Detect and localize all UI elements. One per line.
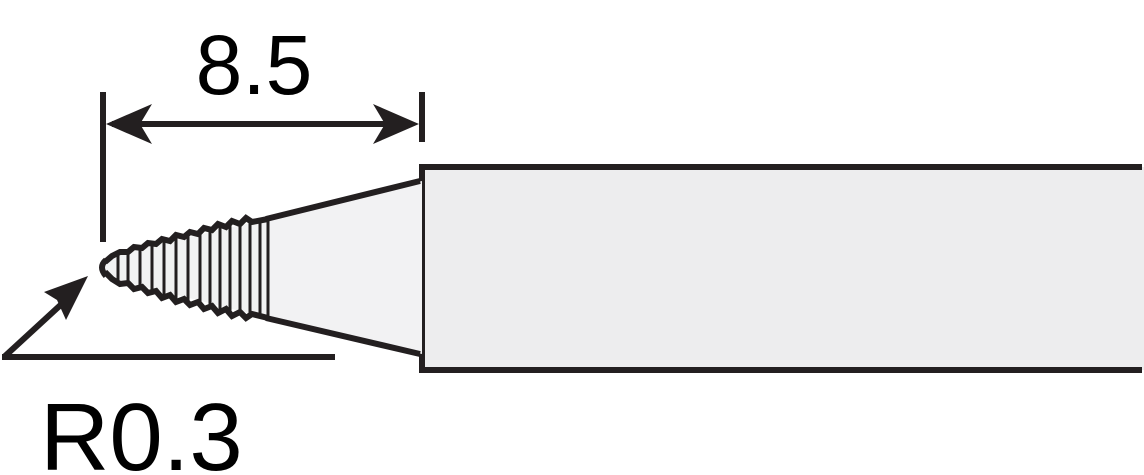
radius-leader-diagonal — [1, 297, 69, 360]
taper-bottom-edge — [265, 315, 421, 357]
length-dimension-label: 8.5 — [196, 18, 313, 112]
serrated-tip-top-edge — [103, 214, 269, 265]
taper-top-edge — [265, 178, 421, 222]
dimension-arrow-right — [373, 104, 419, 144]
radius-arrow-head — [44, 276, 88, 320]
serrated-tip-fill — [103, 219, 268, 318]
tip-radius-end — [99, 257, 109, 278]
serration-rings — [116, 219, 270, 318]
taper-section — [268, 181, 422, 354]
serrated-tip-bottom-edge — [102, 269, 269, 322]
radius-dimension-label: R0.3 — [40, 384, 243, 475]
shank-body — [422, 167, 1144, 370]
dimension-arrow-left — [106, 104, 152, 144]
